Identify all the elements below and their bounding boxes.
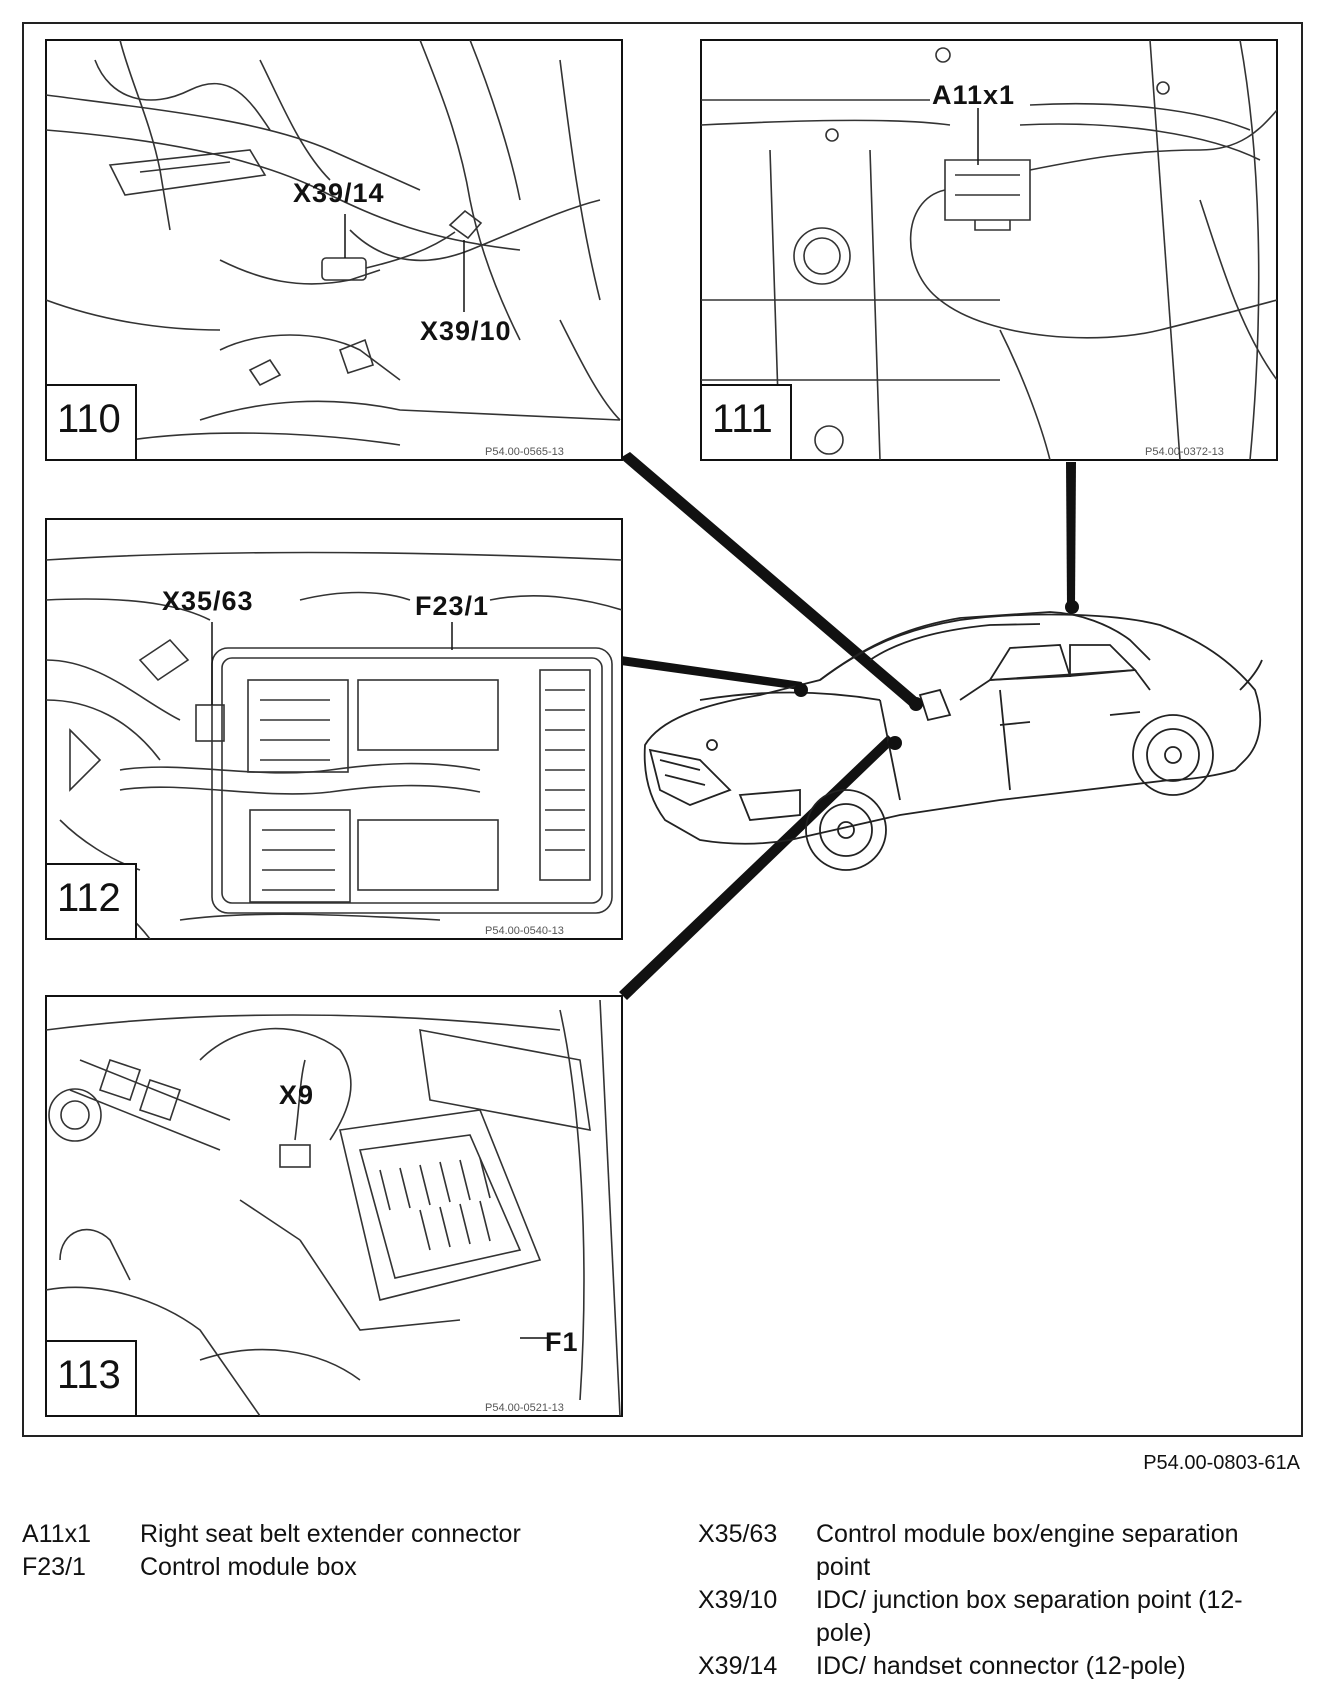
legend-desc: Control module box bbox=[140, 1553, 357, 1581]
figure-ref: P54.00-0803-61A bbox=[1143, 1452, 1300, 1474]
panel-110-number: 110 bbox=[57, 397, 121, 441]
panel-110-ref: P54.00-0565-13 bbox=[485, 446, 564, 458]
callout-f1: F1 bbox=[545, 1327, 579, 1357]
legend-row: A11x1 Right seat belt extender connector bbox=[22, 1518, 642, 1551]
legend-code: X39/10 bbox=[698, 1586, 778, 1614]
callout-x9: X9 bbox=[279, 1080, 315, 1110]
callout-x35-63: X35/63 bbox=[162, 586, 254, 616]
panel-113-number: 113 bbox=[57, 1353, 121, 1397]
legend-desc: Control module box/engine separation poi… bbox=[816, 1520, 1239, 1581]
panel-112 bbox=[45, 518, 623, 940]
location-dots bbox=[794, 600, 1079, 750]
legend-row: F23/1 Control module box bbox=[22, 1551, 642, 1584]
legend-code: X39/14 bbox=[698, 1652, 778, 1680]
legend-desc: IDC/ handset connector (12-pole) bbox=[816, 1652, 1186, 1680]
legend-row: X39/10 IDC/ junction box separation poin… bbox=[698, 1584, 1298, 1650]
legend-left: A11x1 Right seat belt extender connector… bbox=[22, 1518, 642, 1584]
legend-row: X39/14 IDC/ handset connector (12-pole) bbox=[698, 1650, 1298, 1683]
panel-112-ref: P54.00-0540-13 bbox=[485, 925, 564, 937]
legend-right: X35/63 Control module box/engine separat… bbox=[698, 1518, 1298, 1683]
leader-lines bbox=[619, 452, 1076, 1000]
legend-code: A11x1 bbox=[22, 1520, 92, 1548]
legend-code: X35/63 bbox=[698, 1520, 778, 1548]
callout-f23-1: F23/1 bbox=[415, 591, 490, 621]
panel-113 bbox=[45, 995, 623, 1417]
callout-a11x1: A11x1 bbox=[932, 80, 1016, 110]
panel-111-ref: P54.00-0372-13 bbox=[1145, 446, 1224, 458]
panel-111 bbox=[700, 39, 1278, 461]
legend-row: X35/63 Control module box/engine separat… bbox=[698, 1518, 1298, 1584]
panel-110 bbox=[45, 39, 623, 461]
panel-113-ref: P54.00-0521-13 bbox=[485, 1402, 564, 1414]
legend-code: F23/1 bbox=[22, 1553, 86, 1581]
legend-desc: IDC/ junction box separation point (12-p… bbox=[816, 1586, 1243, 1647]
car-illustration bbox=[643, 611, 1263, 871]
panel-111-number: 111 bbox=[712, 397, 773, 441]
legend-desc: Right seat belt extender connector bbox=[140, 1520, 521, 1548]
figure-frame bbox=[22, 22, 1303, 1437]
panel-112-number: 112 bbox=[57, 876, 121, 920]
callout-x39-10: X39/10 bbox=[420, 316, 512, 346]
callout-x39-14: X39/14 bbox=[293, 178, 385, 208]
